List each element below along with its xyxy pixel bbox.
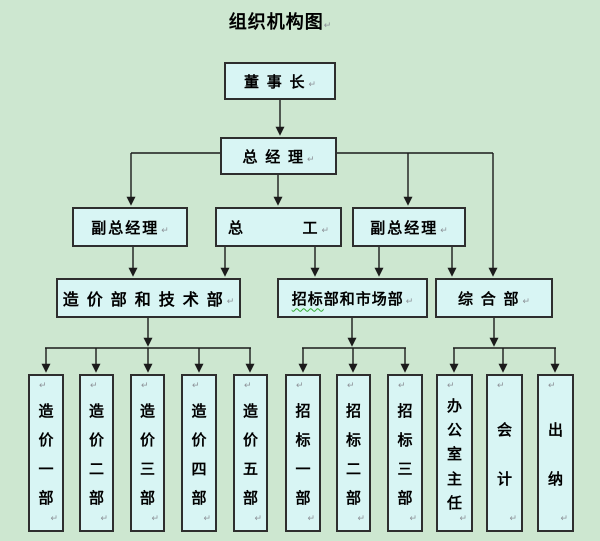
chief-engineer-label: 总 工 bbox=[227, 220, 320, 237]
paragraph-mark: ↵ bbox=[254, 513, 262, 523]
bid-dept-1-label: 招标一部 bbox=[295, 404, 311, 507]
page-title-text: 组织机构图 bbox=[228, 12, 324, 32]
accountant-box: ↵ 会计 ↵ bbox=[486, 374, 523, 532]
cost-and-tech-dept-box: 造 价 部 和 技 术 部↵ bbox=[56, 278, 241, 318]
deputy-gm-right-label: 副总经理 bbox=[370, 220, 439, 237]
paragraph-mark: ↵ bbox=[226, 295, 235, 306]
paragraph-mark: ↵ bbox=[39, 380, 47, 390]
paragraph-mark: ↵ bbox=[560, 513, 568, 523]
paragraph-mark: ↵ bbox=[203, 513, 211, 523]
chairman-box: 董 事 长↵ bbox=[224, 62, 336, 100]
paragraph-mark: ↵ bbox=[306, 153, 315, 164]
paragraph-mark: ↵ bbox=[440, 224, 448, 235]
paragraph-mark: ↵ bbox=[323, 20, 332, 30]
cost-and-tech-dept-label: 造 价 部 和 技 术 部 bbox=[62, 292, 225, 309]
general-manager-box: 总 经 理↵ bbox=[220, 137, 337, 175]
accountant-label: 会计 bbox=[496, 423, 512, 488]
cost-dept-5-box: ↵ 造价五部 ↵ bbox=[233, 374, 268, 532]
paragraph-mark: ↵ bbox=[447, 380, 455, 390]
chairman-label: 董 事 长 bbox=[243, 74, 307, 91]
bid-and-market-dept-box: 招标部和市场部↵ bbox=[277, 278, 428, 318]
cost-dept-2-label: 造价二部 bbox=[88, 404, 104, 507]
paragraph-mark: ↵ bbox=[151, 513, 159, 523]
paragraph-mark: ↵ bbox=[497, 380, 505, 390]
paragraph-mark: ↵ bbox=[244, 380, 252, 390]
bid-dept-2-box: ↵ 招标二部 ↵ bbox=[336, 374, 371, 532]
paragraph-mark: ↵ bbox=[307, 513, 315, 523]
spellcheck-underlined-text: 招标 bbox=[291, 291, 324, 308]
chief-engineer-box: 总 工↵ bbox=[215, 207, 342, 247]
paragraph-mark: ↵ bbox=[459, 513, 467, 523]
paragraph-mark: ↵ bbox=[141, 380, 149, 390]
paragraph-mark: ↵ bbox=[161, 224, 169, 235]
deputy-gm-right-box: 副总经理↵ bbox=[352, 207, 466, 247]
paragraph-mark: ↵ bbox=[100, 513, 108, 523]
tree-connectors bbox=[41, 100, 560, 373]
paragraph-mark: ↵ bbox=[308, 78, 317, 89]
paragraph-mark: ↵ bbox=[296, 380, 304, 390]
cost-dept-1-box: ↵ 造价一部 ↵ bbox=[28, 374, 64, 532]
office-director-box: ↵ 办公室主任 ↵ bbox=[436, 374, 473, 532]
bid-dept-3-box: ↵ 招标三部 ↵ bbox=[387, 374, 423, 532]
paragraph-mark: ↵ bbox=[522, 295, 531, 306]
cashier-label: 出纳 bbox=[547, 423, 563, 488]
office-director-label: 办公室主任 bbox=[446, 399, 462, 512]
general-manager-label: 总 经 理 bbox=[242, 149, 305, 166]
cost-dept-2-box: ↵ 造价二部 ↵ bbox=[79, 374, 114, 532]
page-title: 组织机构图↵ bbox=[0, 8, 560, 34]
bid-dept-3-label: 招标三部 bbox=[397, 404, 413, 507]
general-affairs-dept-box: 综 合 部↵ bbox=[435, 278, 553, 318]
paragraph-mark: ↵ bbox=[90, 380, 98, 390]
paragraph-mark: ↵ bbox=[398, 380, 406, 390]
cost-dept-4-label: 造价四部 bbox=[191, 404, 207, 507]
bid-dept-1-box: ↵ 招标一部 ↵ bbox=[285, 374, 321, 532]
paragraph-mark: ↵ bbox=[548, 380, 556, 390]
deputy-gm-left-box: 副总经理↵ bbox=[72, 207, 188, 247]
paragraph-mark: ↵ bbox=[50, 513, 58, 523]
general-affairs-dept-label: 综 合 部 bbox=[457, 291, 521, 308]
paragraph-mark: ↵ bbox=[321, 224, 330, 235]
paragraph-mark: ↵ bbox=[405, 295, 414, 306]
bid-dept-2-label: 招标二部 bbox=[345, 404, 361, 507]
deputy-gm-left-label: 副总经理 bbox=[91, 220, 160, 237]
bid-and-market-dept-label: 招标部和市场部 bbox=[292, 288, 404, 309]
cost-dept-3-box: ↵ 造价三部 ↵ bbox=[130, 374, 165, 532]
cost-dept-5-label: 造价五部 bbox=[242, 404, 258, 507]
cost-dept-4-box: ↵ 造价四部 ↵ bbox=[181, 374, 217, 532]
paragraph-mark: ↵ bbox=[409, 513, 417, 523]
bid-and-market-dept-label-tail: 部和市场部 bbox=[323, 291, 404, 308]
cashier-box: ↵ 出纳 ↵ bbox=[537, 374, 574, 532]
paragraph-mark: ↵ bbox=[192, 380, 200, 390]
paragraph-mark: ↵ bbox=[347, 380, 355, 390]
cost-dept-3-label: 造价三部 bbox=[139, 404, 155, 507]
cost-dept-1-label: 造价一部 bbox=[38, 404, 54, 507]
paragraph-mark: ↵ bbox=[509, 513, 517, 523]
paragraph-mark: ↵ bbox=[357, 513, 365, 523]
